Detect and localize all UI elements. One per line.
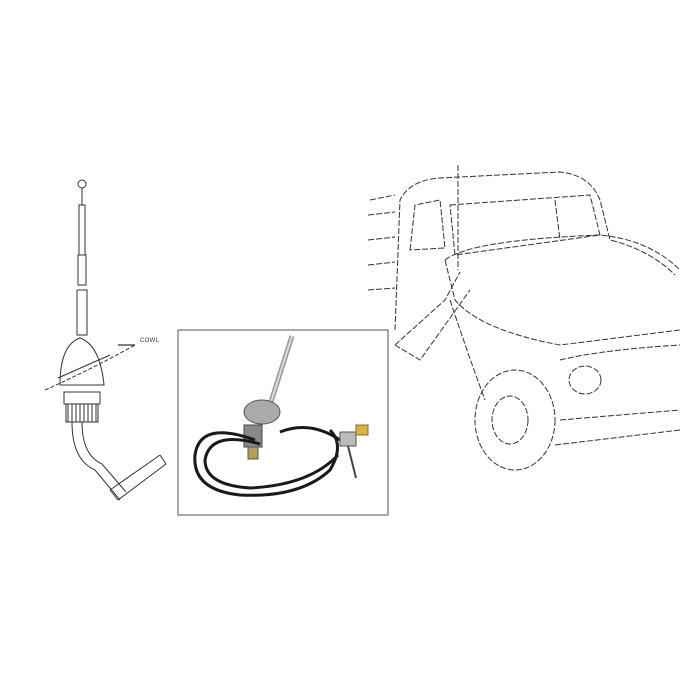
inset-photo [177, 329, 389, 516]
cowl-callout-label: COWL [140, 338, 160, 344]
truck-drawing [367, 165, 680, 471]
antenna-drawing [44, 179, 167, 501]
